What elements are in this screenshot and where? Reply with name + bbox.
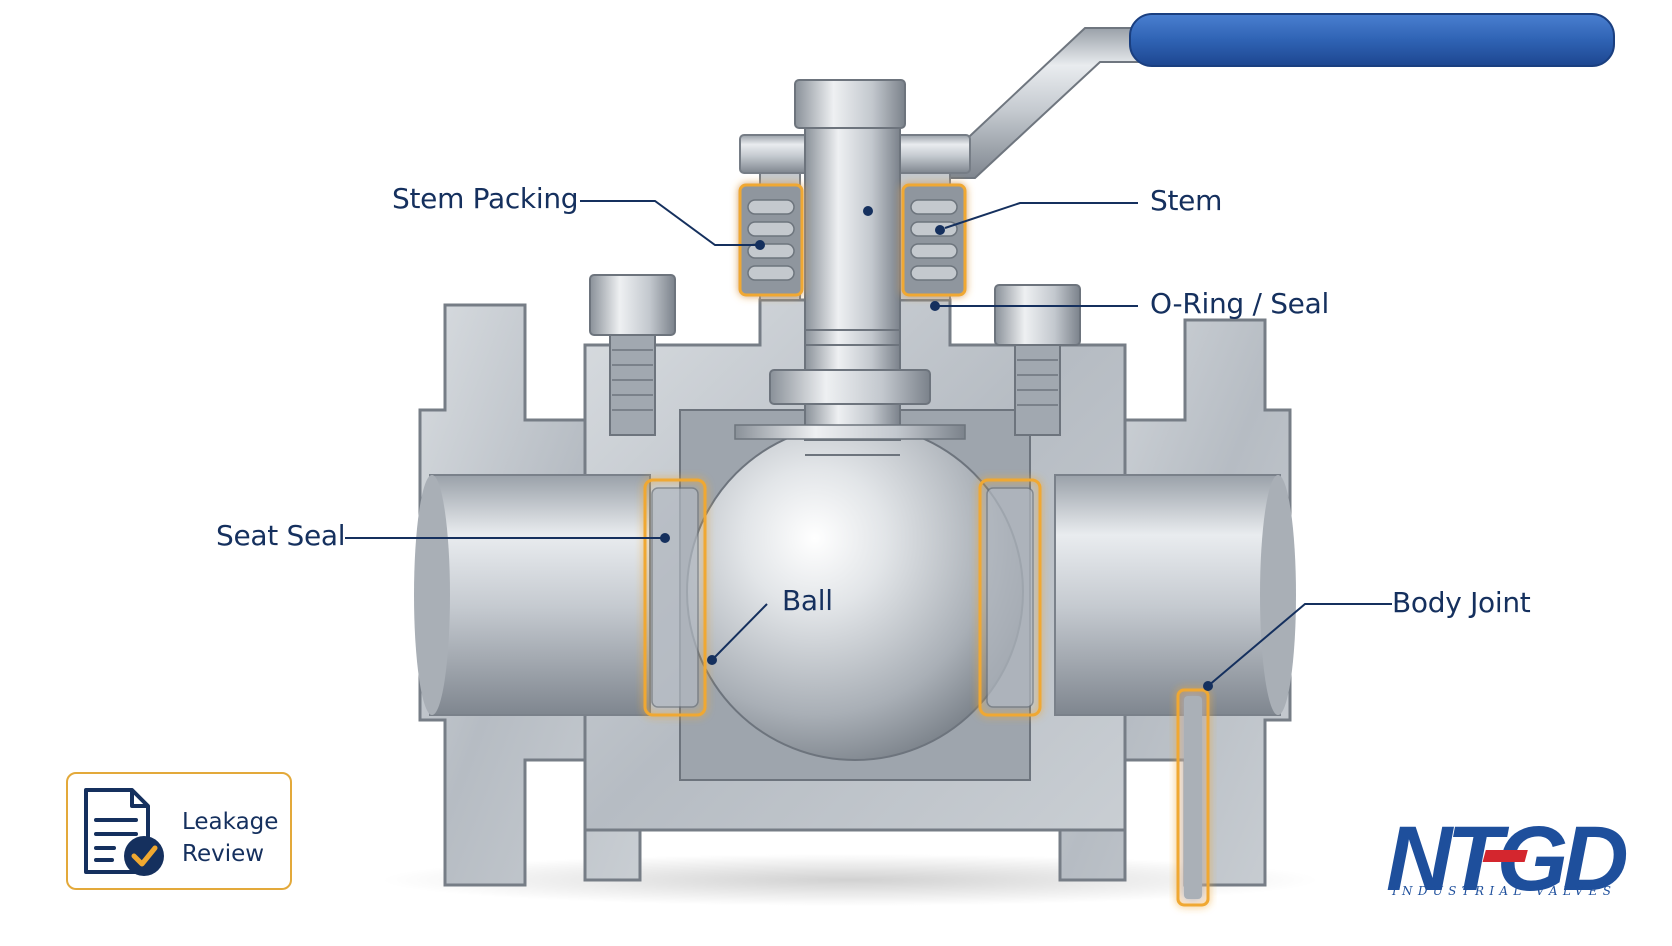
flow-bore bbox=[414, 474, 1296, 716]
badge-line-1: Leakage bbox=[182, 809, 279, 835]
badge-text: Leakage Review bbox=[182, 806, 292, 870]
label-seat-seal: Seat Seal bbox=[216, 519, 346, 552]
body-joint-seal bbox=[1176, 688, 1210, 907]
handle-lever bbox=[889, 13, 1615, 179]
ball bbox=[686, 423, 1024, 761]
leader-lines bbox=[345, 200, 1392, 687]
logo-red-bar bbox=[1482, 850, 1528, 862]
stem-nut bbox=[794, 79, 906, 129]
label-ball: Ball bbox=[782, 584, 833, 617]
leader-dots bbox=[660, 206, 1213, 691]
logo-tagline: INDUSTRIAL VALVES bbox=[1392, 884, 1617, 898]
seat-seals bbox=[643, 478, 1042, 717]
stem-assembly bbox=[734, 79, 966, 456]
label-stem: Stem bbox=[1150, 184, 1223, 217]
label-o-ring-seal: O-Ring / Seal bbox=[1150, 287, 1329, 320]
handle-grip bbox=[1129, 13, 1615, 67]
badge-line-2: Review bbox=[182, 841, 265, 867]
label-stem-packing: Stem Packing bbox=[392, 182, 579, 215]
stem-packing-rings bbox=[738, 183, 967, 297]
label-body-joint: Body Joint bbox=[1392, 586, 1531, 619]
leakage-review-badge: Leakage Review bbox=[66, 772, 292, 890]
body-bolts bbox=[589, 274, 1081, 436]
document-check-icon bbox=[84, 788, 164, 876]
brand-logo: NTGD bbox=[1386, 812, 1632, 900]
